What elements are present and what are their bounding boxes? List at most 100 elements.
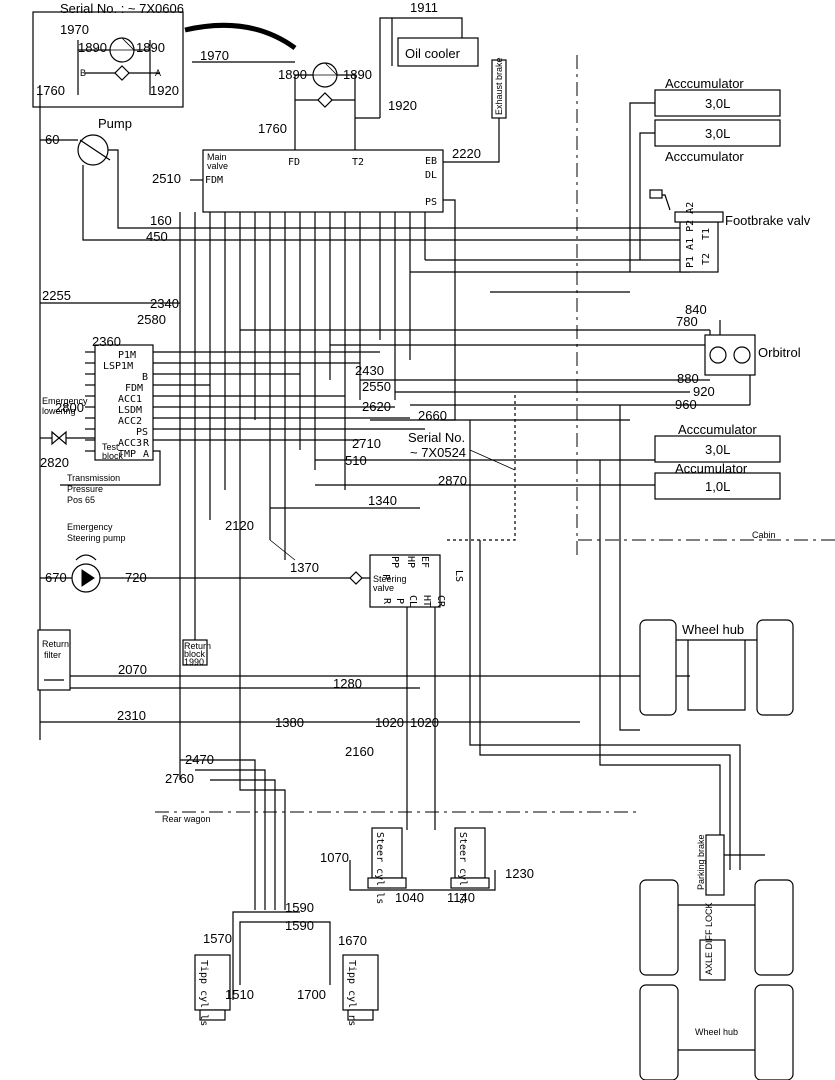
line-880: 880 — [677, 371, 699, 386]
oil-cooler-label: Oil cooler — [405, 46, 461, 61]
line-2660: 2660 — [418, 408, 447, 423]
svg-text:3,0L: 3,0L — [705, 126, 730, 141]
line-1670: 1670 — [338, 933, 367, 948]
svg-text:Acccumulator: Acccumulator — [665, 76, 744, 91]
svg-text:TMP: TMP — [118, 449, 136, 460]
svg-text:Steer cyl rs: Steer cyl rs — [457, 832, 468, 904]
accumulator-3: Acccumulator 3,0L — [654, 422, 781, 463]
svg-text:Pressure: Pressure — [67, 484, 103, 494]
line-1020-a: 1020 — [375, 715, 404, 730]
svg-text:A: A — [143, 449, 149, 460]
line-2070: 2070 — [118, 662, 147, 677]
line-1920: 1920 — [388, 98, 417, 113]
svg-text:CR: CR — [435, 595, 446, 608]
line-160: 160 — [150, 213, 172, 228]
serial-mid-value: ~ 7X0524 — [410, 445, 466, 460]
svg-text:P: P — [380, 574, 391, 580]
line-2430: 2430 — [355, 363, 384, 378]
serial-inset-box — [32, 11, 184, 108]
pump-label: Pump — [98, 116, 132, 131]
cabin-label: Cabin — [752, 530, 776, 540]
rear-wagon-label: Rear wagon — [162, 814, 211, 824]
line-1570: 1570 — [203, 931, 232, 946]
line-2620: 2620 — [362, 399, 391, 414]
steering-valve-label: Steering — [373, 574, 407, 584]
line-1760-inset: 1760 — [36, 83, 65, 98]
return-block-box — [182, 639, 208, 666]
line-1370: 1370 — [290, 560, 319, 575]
port-a-inset: A — [155, 68, 161, 78]
right-bus-lines — [203, 227, 750, 486]
line-1070: 1070 — [320, 850, 349, 865]
steer-cyl-ls: Steer cyl ls — [367, 827, 407, 904]
svg-text:AXLE DIFF LOCK: AXLE DIFF LOCK — [704, 902, 714, 975]
wheel-hub-bottom: Wheel hub — [639, 879, 794, 1080]
serial-top-label: Serial No. : ~ 7X0606 — [60, 1, 184, 16]
svg-text:FD: FD — [288, 157, 300, 168]
test-block-label: Test — [102, 442, 119, 452]
svg-text:R: R — [143, 438, 150, 449]
svg-text:T2: T2 — [701, 253, 712, 265]
line-1700: 1700 — [297, 987, 326, 1002]
svg-text:Acccumulator: Acccumulator — [678, 422, 757, 437]
line-1890-inset-a: 1890 — [78, 40, 107, 55]
line-920: 920 — [693, 384, 715, 399]
oil-cooler-box — [397, 37, 479, 67]
svg-text:Tipp cyl ls: Tipp cyl ls — [198, 960, 209, 1026]
line-1340: 1340 — [368, 493, 397, 508]
svg-text:P1M: P1M — [118, 350, 136, 361]
svg-text:ACC3: ACC3 — [118, 438, 142, 449]
accumulator-2: 3,0L Acccumulator — [654, 119, 781, 164]
steering-valve-box — [369, 554, 441, 608]
svg-text:P1 A1 P2 A2: P1 A1 P2 A2 — [685, 202, 696, 268]
line-2510: 2510 — [152, 171, 181, 186]
svg-text:Accumulator: Accumulator — [675, 461, 748, 476]
svg-text:Tipp cyl rs: Tipp cyl rs — [346, 960, 357, 1026]
svg-text:EB: EB — [425, 156, 437, 167]
steer-cyl-rs: Steer cyl rs — [450, 827, 490, 904]
footbrake-label: Footbrake valv — [725, 213, 811, 228]
main-trunk-lines — [179, 212, 426, 780]
line-960: 960 — [675, 397, 697, 412]
line-1510: 1510 — [225, 987, 254, 1002]
svg-text:Steer cyl ls: Steer cyl ls — [374, 832, 385, 904]
svg-text:3,0L: 3,0L — [705, 442, 730, 457]
emergency-lowering-valve — [51, 430, 67, 446]
return-filter-label: Return — [42, 639, 69, 649]
line-1280: 1280 — [333, 676, 362, 691]
svg-text:filter: filter — [44, 650, 61, 660]
svg-text:1,0L: 1,0L — [705, 479, 730, 494]
line-1890-inset-b: 1890 — [136, 40, 165, 55]
line-2160: 2160 — [345, 744, 374, 759]
line-2255: 2255 — [42, 288, 71, 303]
serial-mid-label: Serial No. — [408, 430, 465, 445]
line-2550: 2550 — [362, 379, 391, 394]
svg-text:LSP1M: LSP1M — [103, 361, 133, 372]
svg-text:CL: CL — [407, 595, 418, 607]
line-1890-b: 1890 — [343, 67, 372, 82]
svg-text:Pos 65: Pos 65 — [67, 495, 95, 505]
line-2760: 2760 — [165, 771, 194, 786]
orbitrol-label: Orbitrol — [758, 345, 801, 360]
line-1020-b: 1020 — [410, 715, 439, 730]
accumulator-1: Acccumulator 3,0L — [654, 76, 781, 117]
svg-text:PP: PP — [389, 556, 400, 568]
svg-text:HP: HP — [405, 556, 416, 568]
svg-text:EF: EF — [419, 556, 430, 568]
line-1970: 1970 — [200, 48, 229, 63]
svg-text:ACC1: ACC1 — [118, 394, 142, 405]
svg-text:FDM: FDM — [205, 175, 223, 186]
line-1911-path — [391, 17, 463, 66]
svg-text:block: block — [184, 649, 206, 659]
svg-text:valve: valve — [207, 161, 228, 171]
rear-feed-lines — [180, 405, 741, 910]
svg-text:LSDM: LSDM — [118, 405, 142, 416]
line-1911: 1911 — [410, 0, 438, 15]
svg-text:P: P — [394, 598, 405, 604]
svg-text:B: B — [142, 372, 148, 383]
exhaust-brake-label: Exhaust brake — [494, 57, 504, 115]
svg-text:FDM: FDM — [125, 383, 143, 394]
line-2360: 2360 — [92, 334, 121, 349]
svg-text:DL: DL — [425, 170, 437, 181]
